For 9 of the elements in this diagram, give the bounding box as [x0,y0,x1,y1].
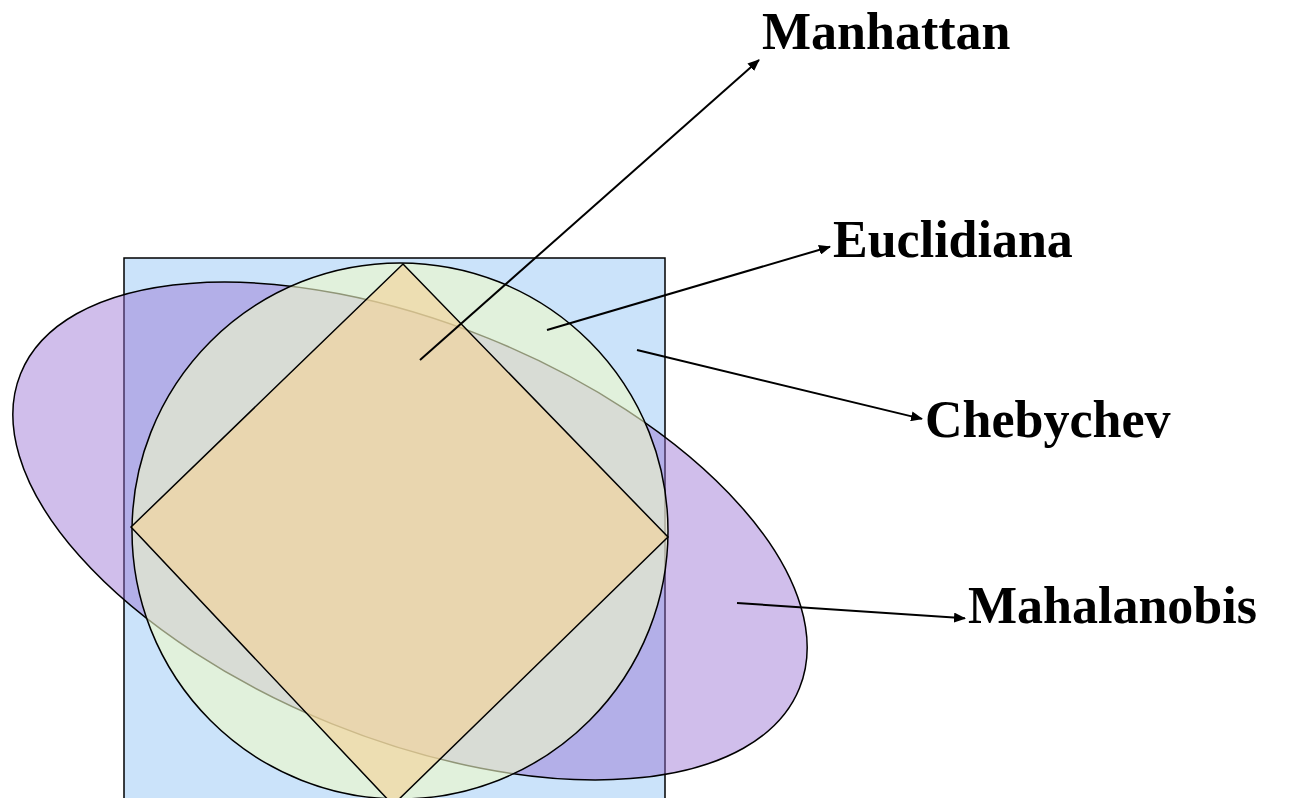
distance-label: Manhattan [762,4,1011,60]
leader-arrow [736,602,966,623]
leader-arrow [636,349,923,422]
leader-arrow [419,59,760,361]
distance-label: Chebychev [925,392,1171,448]
distance-label: Euclidiana [833,212,1073,268]
ellipse-region [12,281,808,781]
distance-label: Mahalanobis [968,578,1257,634]
leader-arrow [546,245,831,331]
